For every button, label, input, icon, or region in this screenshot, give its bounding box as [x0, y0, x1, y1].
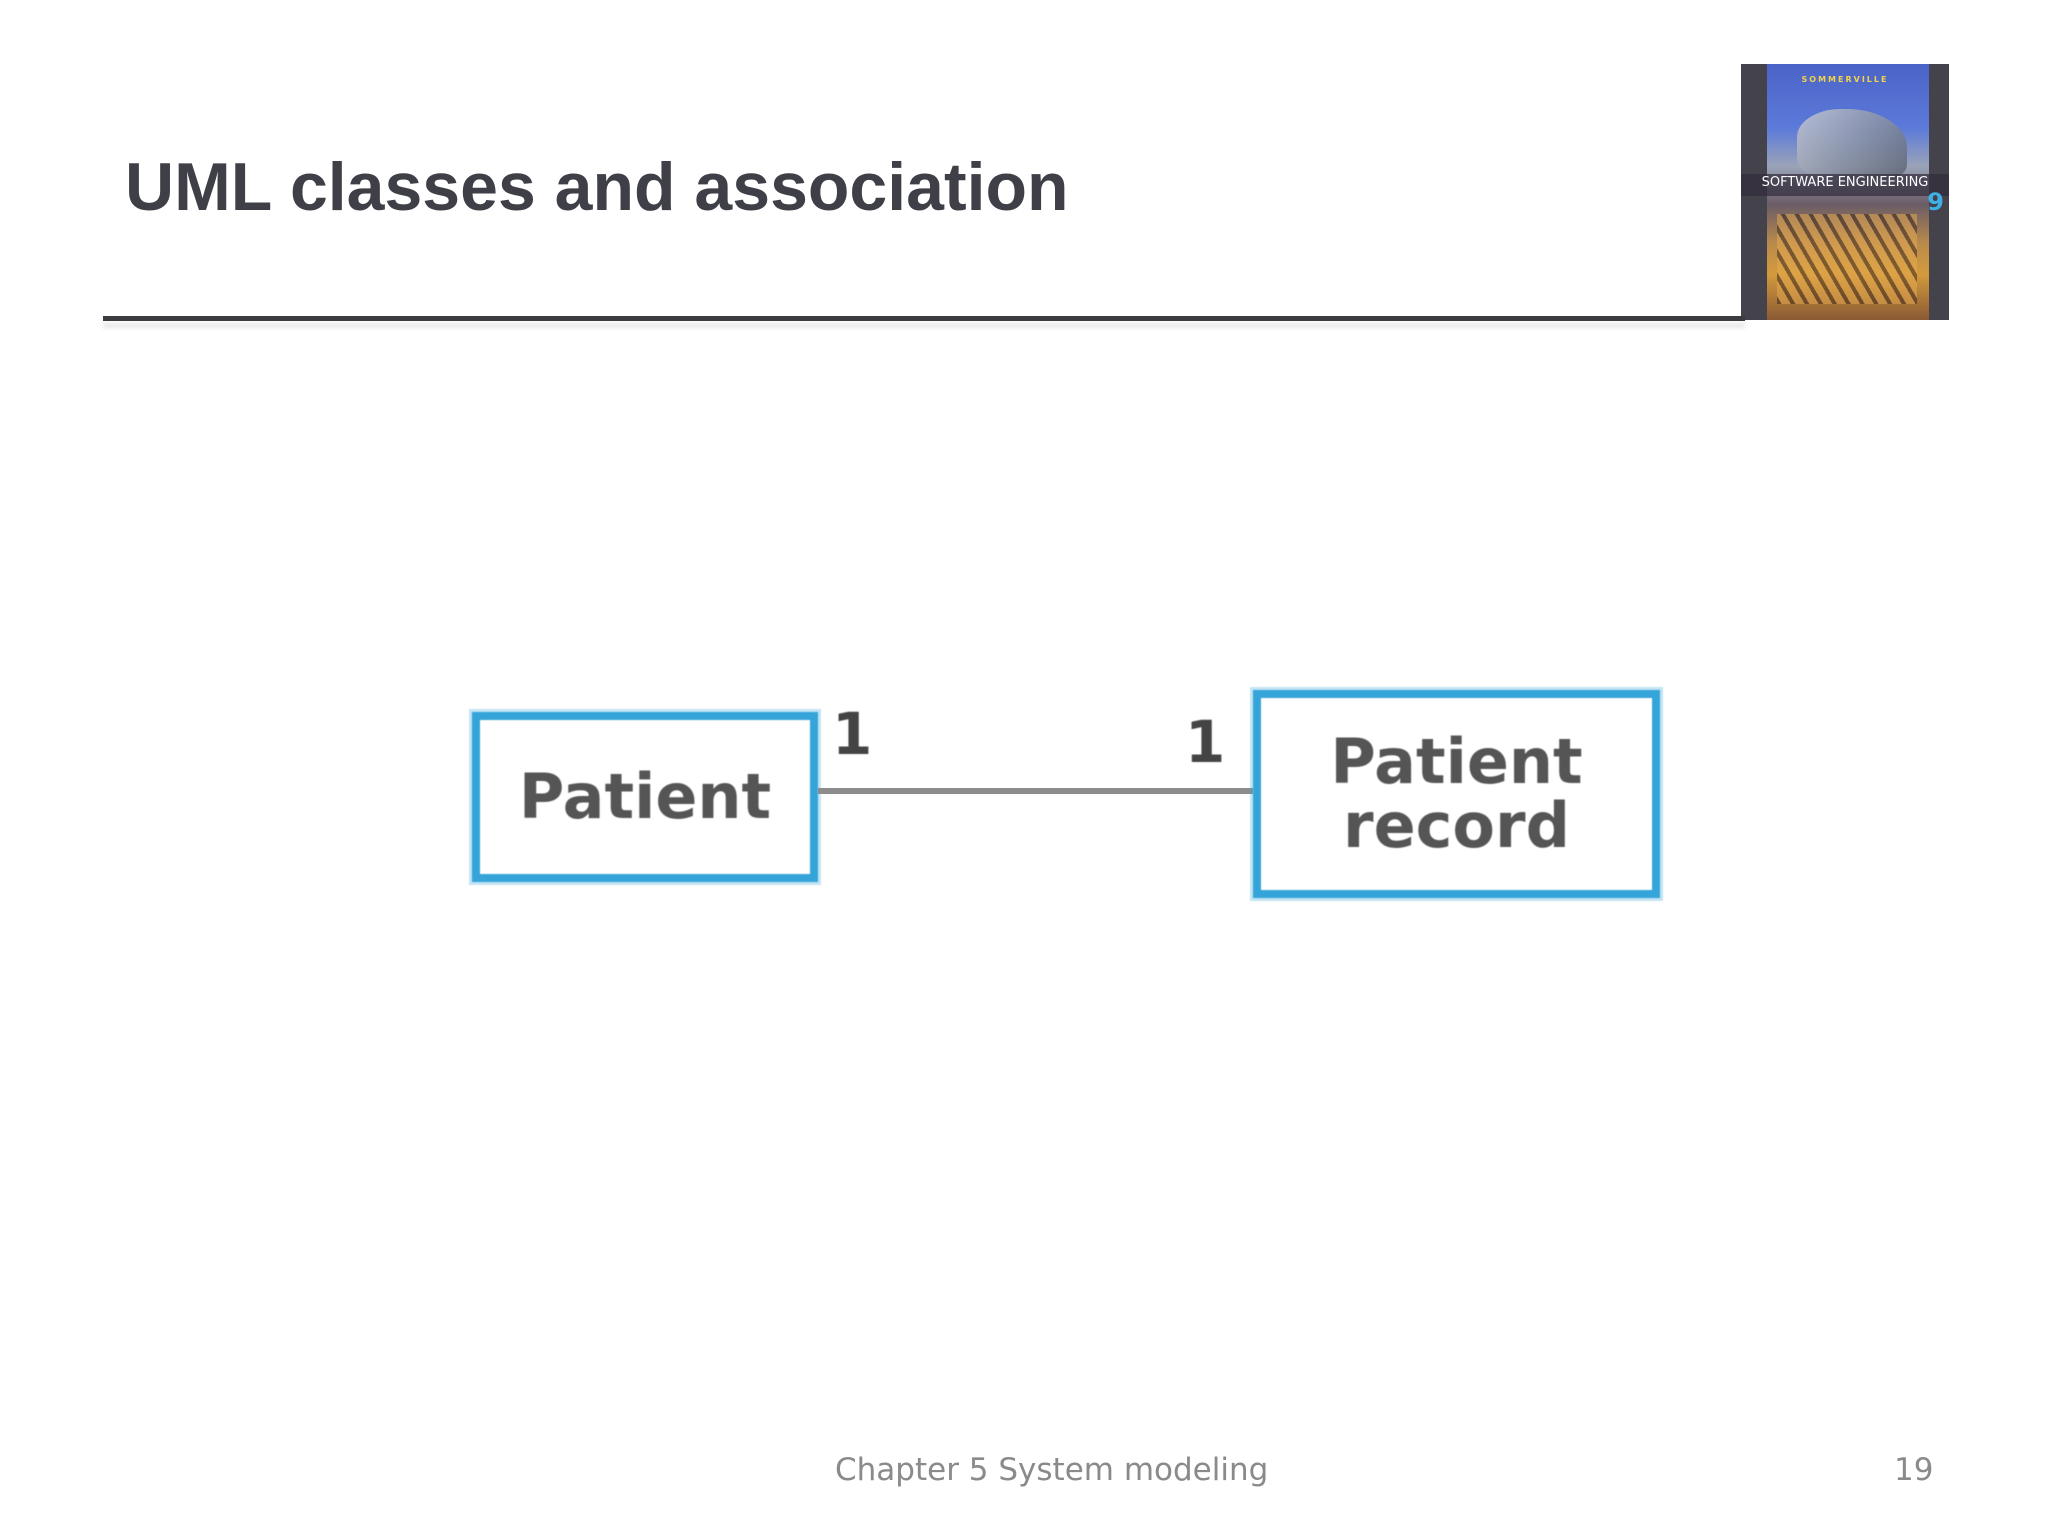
page-number: 19	[1894, 1452, 1934, 1488]
multiplicity-patient: 1	[832, 700, 873, 768]
slide-title: UML classes and association	[125, 149, 1069, 225]
cover-title-band	[1741, 174, 1949, 196]
class-patient: Patient	[472, 712, 818, 882]
footer-chapter: Chapter 5 System modeling	[835, 1452, 1269, 1488]
cover-author: SOMMERVILLE	[1801, 75, 1889, 84]
cover-edition: 9	[1927, 188, 1944, 216]
class-patient-label: Patient	[518, 760, 772, 833]
association-line	[818, 788, 1253, 794]
cover-title: SOFTWARE ENGINEERING	[1761, 175, 1929, 190]
title-divider	[103, 316, 1745, 321]
multiplicity-patient-record: 1	[1185, 708, 1226, 776]
book-cover-image: SOMMERVILLE SOFTWARE ENGINEERING 9	[1741, 64, 1949, 320]
class-patient-record-label: Patient record	[1330, 725, 1583, 862]
class-patient-record: Patient record	[1253, 690, 1660, 898]
